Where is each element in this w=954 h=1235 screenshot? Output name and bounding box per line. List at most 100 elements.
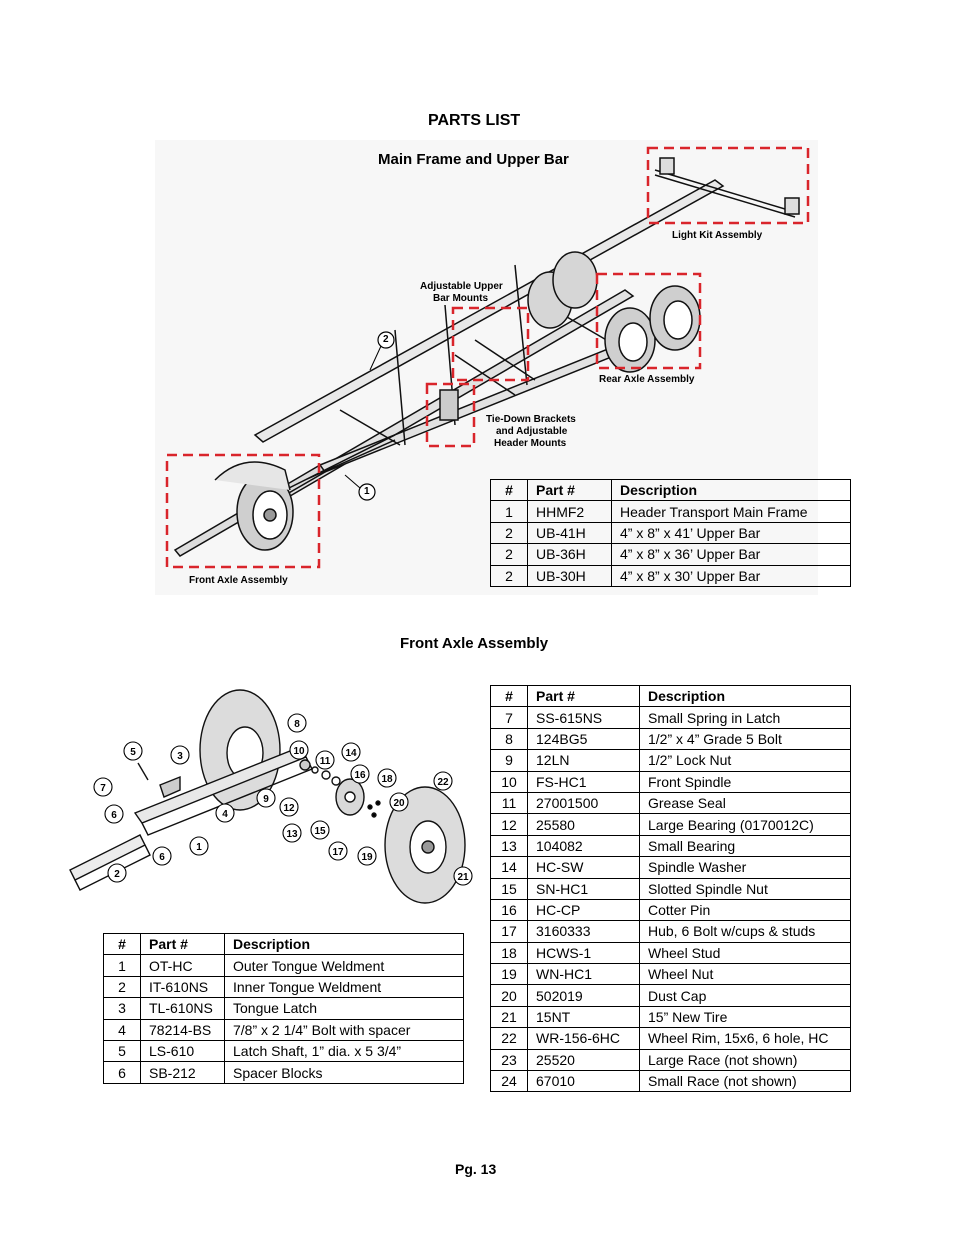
cell-number: 15 — [490, 877, 528, 900]
cell-number: 17 — [490, 920, 528, 943]
cell-description: Cotter Pin — [639, 898, 851, 922]
tie-down-label-1: Tie-Down Brackets — [486, 414, 576, 425]
cell-part: HCWS-1 — [527, 941, 640, 965]
cell-part: HC-SW — [527, 856, 640, 879]
cell-part: FS-HC1 — [527, 770, 640, 793]
cell-number: 12 — [490, 813, 528, 836]
cell-description: 15” New Tire — [639, 1005, 851, 1029]
cell-number: 2 — [490, 543, 528, 566]
callout-1: 1 — [364, 486, 370, 497]
col-header-part: Part # — [527, 684, 640, 708]
cell-number: 2 — [490, 564, 528, 587]
fa-callout-8: 8 — [294, 719, 300, 730]
cell-description: Spindle Washer — [639, 856, 851, 879]
cell-part: SB-212 — [140, 1061, 225, 1084]
cell-part: 25520 — [527, 1048, 640, 1072]
col-header-number: # — [490, 684, 528, 708]
main-frame-drawing — [165, 146, 810, 569]
cell-number: 9 — [490, 749, 528, 772]
cell-description: Header Transport Main Frame — [611, 500, 851, 523]
cell-description: Small Bearing — [639, 834, 851, 858]
cell-number: 22 — [490, 1027, 528, 1050]
cell-description: Wheel Stud — [639, 941, 851, 965]
cell-description: Tongue Latch — [224, 997, 464, 1020]
cell-part: 3160333 — [527, 920, 640, 943]
cell-description: Wheel Rim, 15x6, 6 hole, HC — [639, 1027, 851, 1050]
cell-number: 5 — [103, 1039, 141, 1063]
fa-callout-10: 10 — [293, 746, 305, 757]
cell-description: Hub, 6 Bolt w/cups & studs — [639, 920, 851, 943]
cell-number: 7 — [490, 706, 528, 729]
cell-description: Small Race (not shown) — [639, 1070, 851, 1093]
cell-part: 502019 — [527, 984, 640, 1007]
cell-number: 23 — [490, 1048, 528, 1072]
table-header-row: # Part # Description — [490, 478, 851, 502]
cell-part: IT-610NS — [140, 975, 225, 999]
cell-description: Front Spindle — [639, 770, 851, 793]
cell-part: HC-CP — [527, 898, 640, 922]
cell-part: UB-41H — [527, 521, 612, 545]
cell-part: WN-HC1 — [527, 963, 640, 986]
cell-part: 12LN — [527, 749, 640, 772]
fa-callout-5: 5 — [130, 747, 136, 758]
cell-number: 24 — [490, 1070, 528, 1093]
fa-callout-6a: 6 — [111, 810, 117, 821]
cell-part: UB-36H — [527, 543, 612, 566]
light-kit-label: Light Kit Assembly — [672, 230, 763, 241]
cell-number: 20 — [490, 984, 528, 1007]
cell-part: 124BG5 — [527, 727, 640, 751]
main-frame-heading: Main Frame and Upper Bar — [378, 151, 569, 168]
front-axle-drawing: 1 2 3 4 5 6 6 7 8 9 10 11 12 13 14 15 16… — [69, 689, 473, 904]
fa-callout-15: 15 — [314, 826, 326, 837]
cell-part: 78214-BS — [140, 1018, 225, 1041]
col-header-number: # — [490, 478, 528, 502]
cell-part: 27001500 — [527, 791, 640, 815]
callout-2: 2 — [383, 334, 389, 345]
cell-description: Latch Shaft, 1” dia. x 5 3/4” — [224, 1039, 464, 1063]
cell-description: 4” x 8” x 30’ Upper Bar — [611, 564, 851, 587]
cell-description: Outer Tongue Weldment — [224, 954, 464, 977]
cell-part: SN-HC1 — [527, 877, 640, 900]
cell-part: UB-30H — [527, 564, 612, 587]
fa-callout-13: 13 — [286, 829, 298, 840]
adjustable-upper-label-2: Bar Mounts — [433, 293, 488, 304]
cell-number: 10 — [490, 770, 528, 793]
fa-callout-20: 20 — [393, 798, 405, 809]
cell-description: 7/8” x 2 1/4” Bolt with spacer — [224, 1018, 464, 1041]
cell-description: Large Bearing (0170012C) — [639, 813, 851, 836]
col-header-part: Part # — [140, 932, 225, 956]
front-axle-label: Front Axle Assembly — [189, 575, 288, 586]
rear-axle-label: Rear Axle Assembly — [599, 374, 695, 385]
cell-description: Slotted Spindle Nut — [639, 877, 851, 900]
cell-number: 18 — [490, 941, 528, 965]
adjustable-upper-label-1: Adjustable Upper — [420, 281, 503, 292]
fa-callout-2: 2 — [114, 869, 120, 880]
cell-number: 1 — [103, 954, 141, 977]
col-header-number: # — [103, 932, 141, 956]
cell-part: 15NT — [527, 1005, 640, 1029]
cell-part: HHMF2 — [527, 500, 612, 523]
cell-number: 19 — [490, 963, 528, 986]
fa-callout-19: 19 — [361, 852, 373, 863]
cell-number: 8 — [490, 727, 528, 751]
cell-part: TL-610NS — [140, 997, 225, 1020]
